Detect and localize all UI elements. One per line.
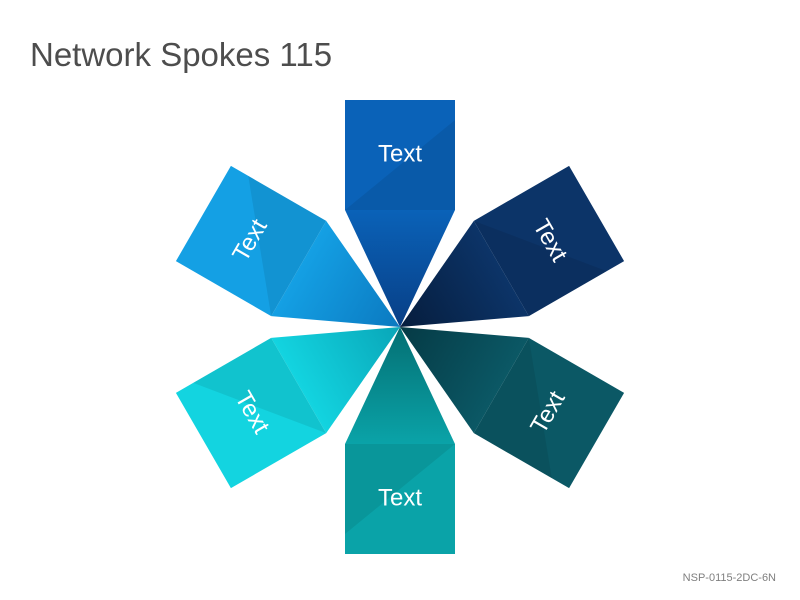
spoke-square-shade: [345, 444, 455, 534]
spoke-square: [345, 444, 455, 554]
spoke-6: Text: [175, 165, 400, 327]
spoke-4: Text: [345, 327, 455, 554]
spoke-1: Text: [345, 100, 455, 327]
footer-code: NSP-0115-2DC-6N: [682, 572, 776, 584]
spoke-square: [345, 100, 455, 210]
spoke-square: [473, 337, 625, 489]
spoke-label: Text: [378, 140, 422, 167]
spoke-square-shade: [248, 175, 327, 317]
spoke-square: [175, 165, 327, 317]
spoke-square: [175, 337, 327, 489]
spoke-label: Text: [378, 484, 422, 511]
spoke-triangle: [400, 220, 529, 327]
spoke-square-shade: [193, 337, 327, 434]
spoke-5: Text: [175, 327, 400, 489]
spoke-triangle: [271, 327, 400, 434]
spoke-triangle: [400, 327, 529, 434]
spoke-square: [473, 165, 625, 317]
spoke-triangle: [271, 220, 400, 327]
spoke-square-shade: [473, 337, 552, 479]
spoke-square-shade: [345, 120, 455, 210]
spoke-3: Text: [400, 327, 625, 489]
spoke-triangle: [345, 210, 455, 327]
spoke-triangle: [345, 327, 455, 444]
spoke-2: Text: [400, 165, 625, 327]
spoke-square-shade: [473, 220, 607, 317]
page-title: Network Spokes 115: [30, 36, 333, 73]
